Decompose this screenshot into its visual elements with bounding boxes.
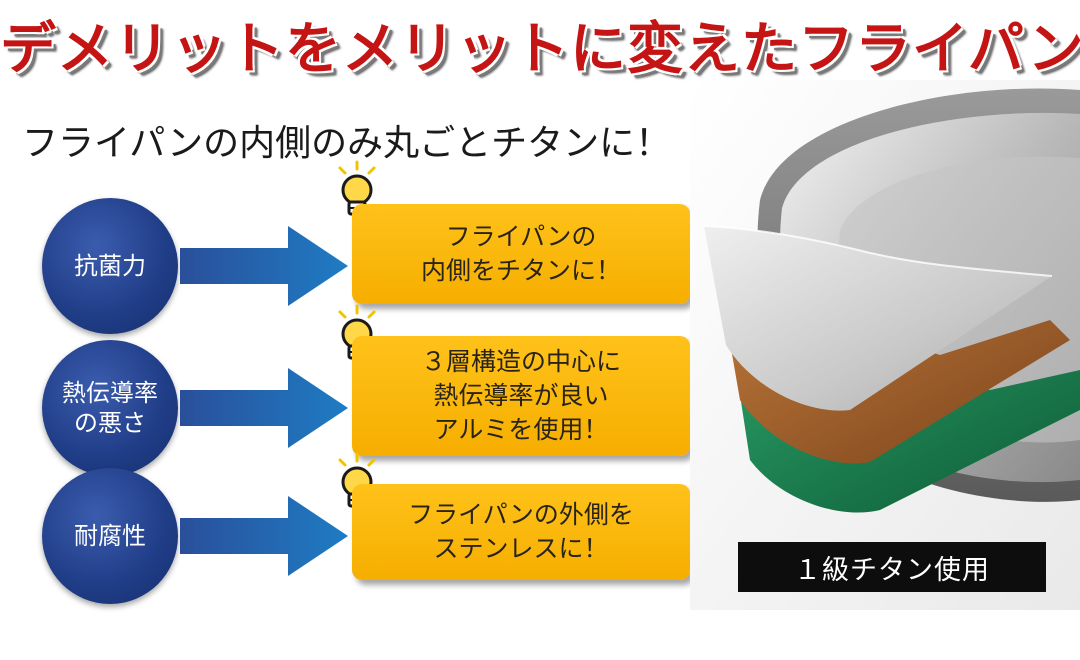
subtitle: フライパンの内側のみ丸ごとチタンに！ — [22, 123, 672, 164]
problem-line: 抗菌力 — [74, 252, 146, 280]
arrow-right-icon — [180, 368, 348, 448]
frying-pan-layers-image — [690, 80, 1080, 610]
problem-line: の悪さ — [74, 409, 146, 437]
arrow-right-icon — [180, 226, 348, 306]
grade1-titanium-badge: １級チタン使用 — [738, 542, 1046, 592]
solution-line: 内側をチタンに！ — [420, 256, 621, 285]
solution-line: ステンレスに！ — [433, 534, 609, 563]
solution-line: アルミを使用！ — [433, 415, 609, 444]
solution-box-aluminum-core: ３層構造の中心に 熱伝導率が良い アルミを使用！ — [352, 336, 690, 456]
problem-line: 耐腐性 — [74, 522, 146, 550]
solution-box-titanium-inner: フライパンの 内側をチタンに！ — [352, 204, 690, 304]
arrow-right-icon — [180, 496, 348, 576]
problem-line: 熱伝導率 — [62, 379, 158, 407]
headline: デメリットをメリットに変えたフライパン — [0, 17, 1080, 82]
solution-line: 熱伝導率が良い — [433, 381, 609, 410]
solution-line: ３層構造の中心に — [420, 347, 621, 376]
solution-line: フライパンの — [445, 222, 597, 251]
solution-box-stainless-outer: フライパンの外側を ステンレスに！ — [352, 484, 690, 580]
problem-circle-antibacterial: 抗菌力 — [42, 198, 178, 334]
solution-line: フライパンの外側を — [408, 500, 634, 529]
problem-circle-corrosion: 耐腐性 — [42, 468, 178, 604]
problem-circle-thermal-conductivity: 熱伝導率 の悪さ — [42, 340, 178, 476]
